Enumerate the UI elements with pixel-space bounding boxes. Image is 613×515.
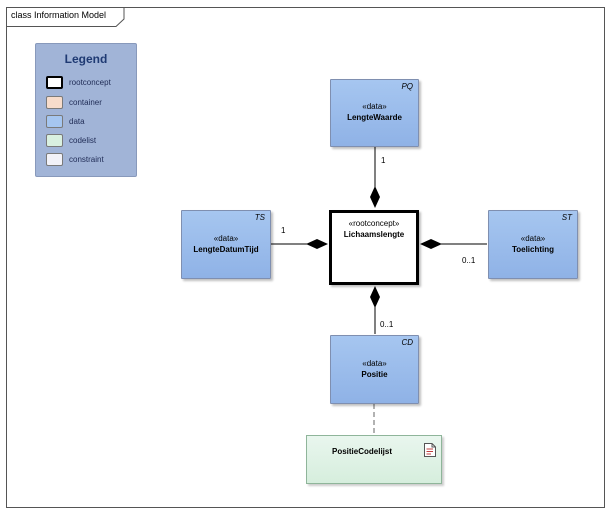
document-icon [424, 443, 436, 457]
type-tag: PQ [401, 82, 413, 91]
class-positiecodelijst[interactable]: PositieCodelijst [306, 435, 442, 484]
class-name: PositieCodelijst [331, 447, 392, 456]
legend-label-container: container [69, 98, 102, 107]
class-name: LengteWaarde [347, 113, 402, 122]
legend-swatch-codelist [46, 134, 63, 147]
legend-label-codelist: codelist [69, 136, 97, 145]
frame-title: class Information Model [11, 10, 107, 20]
legend-swatch-data [46, 115, 63, 128]
frame-tab [6, 7, 125, 27]
composition-diamond-left [306, 239, 328, 249]
composition-diamond-right [420, 239, 442, 249]
composition-diamond-bottom [370, 286, 380, 308]
legend-swatch-rootconcept [46, 76, 63, 89]
legend-swatch-container [46, 96, 63, 109]
class-name: Toelichting [511, 245, 555, 254]
multiplicity-toelichting: 0..1 [462, 256, 476, 265]
legend-label-data: data [69, 117, 85, 126]
class-name: Lichaamslengte [343, 230, 405, 239]
class-lengtedatumtijd[interactable]: TS «data» LengteDatumTijd [181, 210, 271, 279]
legend-label-rootconcept: rootconcept [69, 78, 111, 87]
legend-swatch-constraint [46, 153, 63, 166]
multiplicity-positie: 0..1 [380, 320, 394, 329]
class-name: Positie [361, 370, 388, 379]
diagram-frame [6, 7, 605, 508]
composition-diamond-top [370, 186, 380, 208]
class-name: LengteDatumTijd [193, 245, 259, 254]
type-tag: CD [401, 338, 413, 347]
class-toelichting[interactable]: ST «data» Toelichting [488, 210, 578, 279]
legend-title: Legend [64, 52, 108, 66]
type-tag: ST [561, 213, 572, 222]
class-stereotype: «data» [213, 234, 239, 243]
class-lichaamslengte[interactable]: «rootconcept» Lichaamslengte [329, 210, 419, 285]
class-stereotype: «data» [362, 359, 387, 368]
multiplicity-lengtedatumtijd: 1 [281, 226, 286, 235]
legend: Legend rootconcept container data codeli… [35, 43, 137, 177]
class-stereotype: «data» [362, 102, 387, 111]
class-positie[interactable]: CD «data» Positie [330, 335, 419, 404]
class-lengtewaarde[interactable]: PQ «data» LengteWaarde [330, 79, 419, 147]
class-stereotype: «rootconcept» [348, 219, 400, 228]
multiplicity-lengtewaarde: 1 [381, 156, 386, 165]
type-tag: TS [254, 213, 265, 222]
legend-label-constraint: constraint [69, 155, 104, 164]
class-stereotype: «data» [520, 234, 546, 243]
